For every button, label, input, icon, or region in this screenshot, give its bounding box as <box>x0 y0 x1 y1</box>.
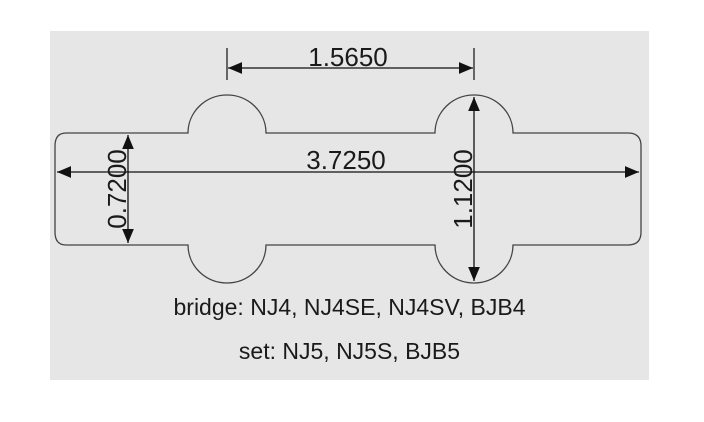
caption-bridge: bridge: NJ4, NJ4SE, NJ4SV, BJB4 <box>173 294 526 320</box>
caption-set: set: NJ5, NJ5S, BJB5 <box>238 338 461 364</box>
overall-length-label: 3.7250 <box>306 145 386 175</box>
body-width-label: 0.7200 <box>102 149 132 229</box>
lobe-width-label: 1.1200 <box>448 149 478 229</box>
pickup-outline <box>54 94 642 284</box>
pole-spacing-label: 1.5650 <box>308 42 388 72</box>
drawing-panel <box>50 31 649 380</box>
